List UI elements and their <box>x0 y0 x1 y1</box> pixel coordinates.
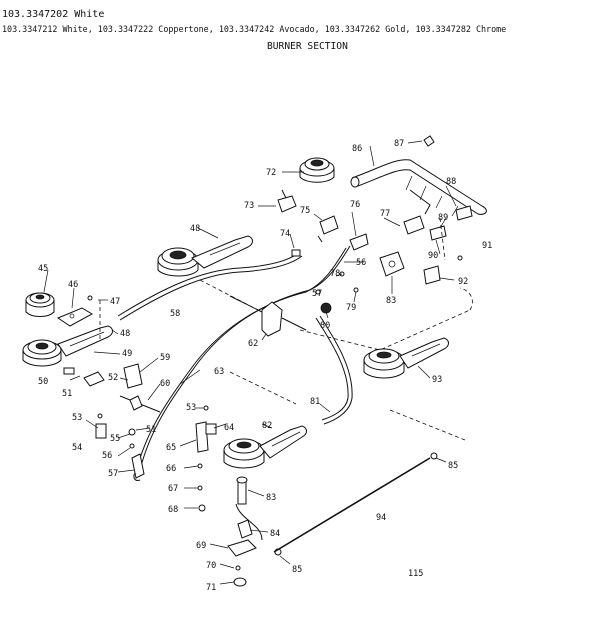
model-variants-header: 103.3347212 White, 103.3347222 Copperton… <box>2 24 507 34</box>
callout-92: 92 <box>458 277 468 287</box>
burner-top-center <box>299 157 335 183</box>
callout-61: 51 <box>146 425 156 435</box>
burner-bottom-center <box>223 425 307 469</box>
callout-89: 89 <box>438 213 448 223</box>
callout-54: 54 <box>72 443 82 453</box>
callout-115: 115 <box>408 569 423 579</box>
manifold-pipe <box>350 159 487 217</box>
callout-81: 81 <box>310 397 320 407</box>
valve-fittings <box>277 135 473 314</box>
callout-60: 60 <box>160 379 170 389</box>
callout-62: 62 <box>248 339 258 349</box>
callout-90: 90 <box>428 251 438 261</box>
callout-73: 73 <box>244 201 254 211</box>
callout-48-top: 48 <box>190 224 200 234</box>
burner-right <box>363 337 449 379</box>
section-title: BURNER SECTION <box>267 41 348 52</box>
callout-68: 68 <box>168 505 178 515</box>
leader-lines <box>43 140 457 585</box>
callout-59: 59 <box>160 353 170 363</box>
callout-63: 63 <box>214 367 224 377</box>
callout-83-right: 83 <box>386 296 396 306</box>
callout-52: 52 <box>108 373 118 383</box>
callout-57-right: 57 <box>312 289 322 299</box>
burner-top-left <box>157 235 253 277</box>
dashed-guides <box>99 217 473 441</box>
callout-75: 75 <box>300 206 310 216</box>
callout-45: 45 <box>38 264 48 274</box>
callout-83-bottom: 83 <box>266 493 276 503</box>
callout-71: 71 <box>206 583 216 593</box>
callout-53-center: 53 <box>186 403 196 413</box>
model-number-header: 103.3347202 White <box>2 9 105 20</box>
callout-80: 80 <box>320 321 330 331</box>
callout-48: 48 <box>120 329 130 339</box>
callout-55: 55 <box>110 434 120 444</box>
rod-94 <box>273 457 431 553</box>
callout-91: 91 <box>482 241 492 251</box>
valve-left-assembly <box>63 295 161 479</box>
callout-78: 78 <box>330 269 340 279</box>
callout-57-left: 57 <box>108 469 118 479</box>
callout-64: 64 <box>224 423 234 433</box>
callout-49: 49 <box>122 349 132 359</box>
callout-76: 76 <box>350 200 360 210</box>
callout-72: 72 <box>266 168 276 178</box>
callout-85-right: 85 <box>448 461 458 471</box>
callout-51: 51 <box>62 389 72 399</box>
callout-56-left: 56 <box>102 451 112 461</box>
callout-labels: 45 46 47 48 49 50 51 52 53 54 55 51 56 5… <box>38 139 492 593</box>
callout-85-bottom: 85 <box>292 565 302 575</box>
callout-58: 58 <box>170 309 180 319</box>
callout-70: 70 <box>206 561 216 571</box>
callout-47: 47 <box>110 297 120 307</box>
callout-87: 87 <box>394 139 404 149</box>
burner-left-front <box>22 292 113 367</box>
callout-50: 50 <box>38 377 48 387</box>
callout-65: 65 <box>166 443 176 453</box>
callout-74: 74 <box>280 229 290 239</box>
callout-66: 66 <box>166 464 176 474</box>
callout-56-right: 56 <box>356 258 366 268</box>
callout-93: 93 <box>432 375 442 385</box>
callout-84: 84 <box>270 529 280 539</box>
callout-88: 88 <box>446 177 456 187</box>
callout-53: 53 <box>72 413 82 423</box>
callout-77: 77 <box>380 209 390 219</box>
callout-94: 94 <box>376 513 386 523</box>
center-bracket <box>229 295 307 337</box>
callout-46: 46 <box>68 280 78 290</box>
callout-67: 67 <box>168 484 178 494</box>
valve-bottom-assembly <box>195 405 438 587</box>
callout-82: 82 <box>262 421 272 431</box>
callout-86: 86 <box>352 144 362 154</box>
callout-69: 69 <box>196 541 206 551</box>
callout-79: 79 <box>346 303 356 313</box>
